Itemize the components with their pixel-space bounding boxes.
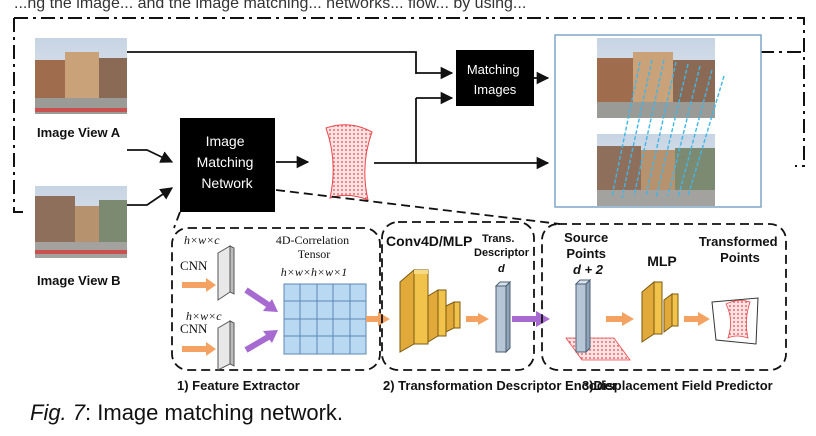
- matching-images-line-2: Images: [474, 82, 517, 97]
- purple-arrow-top-shaft: [244, 287, 272, 309]
- figure-caption-text: : Image matching network.: [85, 400, 344, 425]
- trans-descriptor-line-1: Trans.: [482, 233, 514, 245]
- correlation-tensor-grid: [283, 283, 367, 355]
- zoom-line-right: [275, 189, 561, 225]
- feature-map-bottom: [217, 320, 235, 371]
- figure-number: Fig. 7: [30, 400, 86, 425]
- transformed-points-grid: [711, 297, 759, 345]
- warped-mesh: [325, 124, 373, 201]
- matching-images-line-1: Matching: [467, 62, 520, 77]
- orange-arrow-source-to-mlp-head: [622, 312, 634, 326]
- feature-extractor-label: 1) Feature Extractor: [177, 378, 300, 393]
- displacement-predictor-box: [541, 223, 787, 371]
- purple-arrow-encoder-to-predictor-head: [536, 311, 550, 327]
- zoom-line-left: [173, 211, 181, 229]
- tensor-title-line-1: 4D-Correlation: [276, 233, 349, 247]
- feature-extractor-box: [171, 227, 381, 371]
- line-mesh-up: [374, 98, 417, 164]
- arrow-view-a-to-network: [127, 149, 174, 163]
- network-label-line-1: Image: [206, 133, 245, 149]
- image-view-b: [35, 186, 127, 258]
- purple-arrow-bottom-shaft: [244, 333, 272, 353]
- source-points-line-2: Points: [566, 246, 606, 261]
- figure-caption: Fig. 7: Image matching network.: [30, 400, 343, 426]
- mlp-blocks: [641, 280, 679, 343]
- arrow-view-b-to-network: [127, 187, 174, 206]
- tensor-title-line-2: Tensor: [298, 247, 330, 261]
- source-points-vector: [574, 278, 592, 354]
- outer-frame-left: [13, 18, 26, 213]
- mlp-label: MLP: [647, 253, 677, 269]
- transformed-points-line-2: Points: [720, 250, 760, 265]
- image-matching-network-box: [180, 118, 275, 212]
- transformed-points-label: Transformed Points: [699, 234, 781, 265]
- cnn-label-top: CNN: [180, 258, 208, 273]
- trans-descriptor-label: Trans. Descriptor d: [474, 233, 532, 275]
- orange-arrow-tensor-to-encoder-head: [378, 312, 390, 326]
- transformed-points-line-1: Transformed: [699, 234, 778, 249]
- matching-images-box: [456, 50, 534, 106]
- feature-map-top: [217, 245, 235, 301]
- tensor-title: 4D-Correlation Tensor: [276, 233, 352, 261]
- purple-arrow-bottom-head: [263, 330, 278, 343]
- line-view-a-top: [127, 51, 417, 74]
- descriptor-encoder-box: [381, 221, 535, 371]
- feature-dim-bottom: h×w×c: [186, 309, 222, 323]
- outer-frame-top: [14, 17, 805, 167]
- clipped-top-text: ...ng the image... and the image matchin…: [14, 0, 526, 12]
- cnn-label-bottom: CNN: [180, 321, 208, 336]
- orange-arrow-mlp-to-transformed-head: [698, 312, 710, 326]
- descriptor-encoder-label: 2) Transformation Descriptor Encoder: [383, 378, 617, 393]
- orange-arrow-bottom-head: [206, 342, 216, 356]
- orange-arrow-top-head: [206, 278, 216, 292]
- source-points-line-1: Source: [564, 230, 608, 245]
- image-view-b-label: Image View B: [37, 273, 121, 288]
- feature-dim-top: h×w×c: [184, 233, 220, 247]
- image-view-a: [35, 38, 127, 114]
- output-image-bottom: [597, 134, 715, 206]
- conv-blocks: [399, 268, 461, 353]
- source-points-label: Source Points d + 2: [564, 230, 612, 277]
- correspondence-lines: [611, 59, 725, 199]
- purple-arrow-top-head: [263, 299, 278, 312]
- descriptor-vector: [494, 280, 512, 354]
- network-label-line-2: Matching: [197, 154, 254, 170]
- source-points-line-3: d + 2: [573, 262, 604, 277]
- orange-arrow-encoder-inner-head: [478, 313, 489, 325]
- conv4d-mlp-title: Conv4D/MLP: [386, 233, 472, 249]
- tensor-dim: h×w×h×w×1: [281, 265, 347, 279]
- matching-images-label: Matching Images: [467, 62, 523, 97]
- network-label-line-3: Network: [201, 175, 253, 191]
- network-label: Image Matching Network: [197, 133, 258, 191]
- image-view-a-label: Image View A: [37, 125, 121, 140]
- displacement-predictor-label: 3)Displacement Field Predictor: [582, 378, 773, 393]
- output-image-top: [597, 38, 715, 118]
- trans-descriptor-line-3: d: [498, 263, 505, 275]
- trans-descriptor-line-2: Descriptor: [474, 247, 530, 259]
